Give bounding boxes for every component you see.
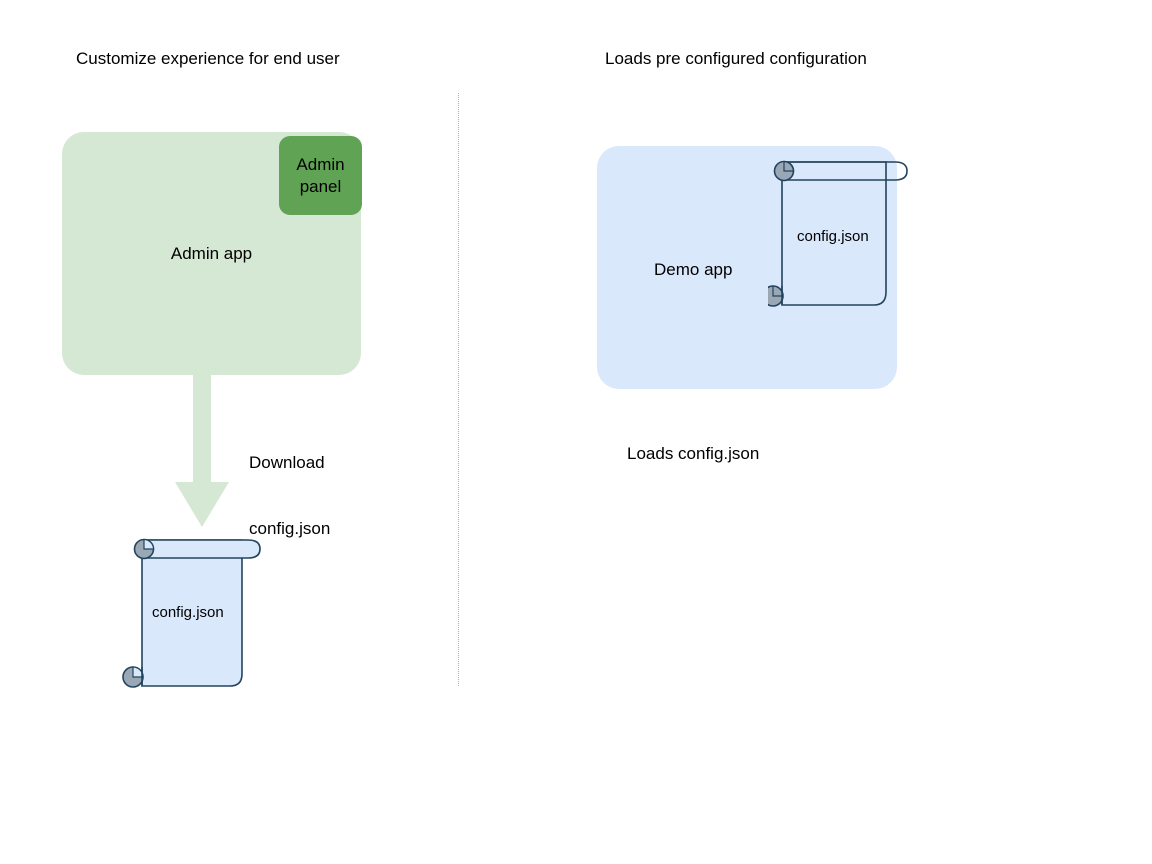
- admin-panel-label-line2: panel: [299, 176, 342, 196]
- demo-app-label: Demo app: [654, 260, 733, 279]
- demo-app-box[interactable]: [597, 146, 897, 389]
- right-panel-title: Loads pre configured configuration: [605, 49, 867, 68]
- download-arrow-label-line1: Download: [249, 453, 325, 472]
- admin-panel-box[interactable]: Admin panel: [279, 136, 362, 215]
- left-panel-title: Customize experience for end user: [76, 49, 340, 68]
- download-arrow-label-line2: config.json: [249, 519, 331, 538]
- config-file-icon-left[interactable]: [118, 526, 268, 692]
- admin-panel-label-line1: Admin: [296, 154, 345, 174]
- admin-app-label: Admin app: [170, 244, 253, 263]
- panel-divider: [458, 93, 459, 686]
- config-file-left-label: config.json: [152, 604, 224, 621]
- config-file-icon-right[interactable]: [768, 150, 918, 316]
- download-arrow-label: Download config.json: [249, 408, 330, 584]
- download-arrow-icon: [175, 370, 229, 527]
- loads-config-caption: Loads config.json: [627, 444, 760, 463]
- config-file-right-label: config.json: [797, 228, 869, 245]
